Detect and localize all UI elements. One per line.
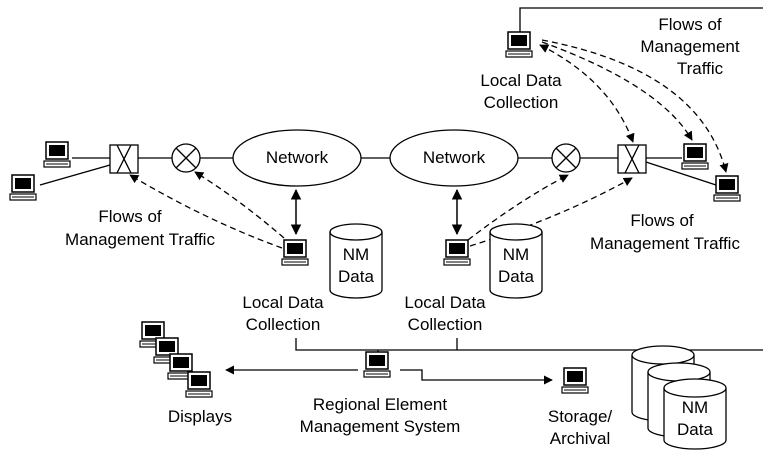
pc-storage-icon (561, 367, 589, 394)
flows-right-label-2: Management Traffic (590, 234, 740, 253)
pc-left-lower-icon (9, 174, 37, 201)
ldc-top-label-1: Local Data (480, 71, 562, 90)
flows-right-label-1: Flows of (630, 211, 694, 230)
network-right-shape (389, 129, 519, 187)
right-switch-icon (617, 144, 647, 174)
displays-label: Displays (167, 407, 233, 426)
pc-right-upper-icon (681, 143, 709, 170)
nm-data-bottom-label-1: NM (681, 398, 709, 417)
top-link-line (519, 7, 763, 40)
flows-left-label-1: Flows of (98, 207, 162, 226)
pc-regional-ems-icon (363, 351, 391, 378)
nm-data-mid-label-1: NM (502, 245, 530, 264)
nm-data-mid-cylinder (489, 223, 543, 299)
network-left-label: Network (265, 148, 329, 167)
flows-top-right-label-1: Flows of (658, 15, 722, 34)
storage-label-2: Archival (549, 429, 611, 448)
pc-mid-ldc-icon (443, 239, 471, 266)
storage-label-1: Storage/ (547, 407, 613, 426)
pc-left-upper-icon (43, 141, 71, 168)
nm-data-left-label-1: NM (342, 245, 370, 264)
regional-bus-lines (225, 338, 763, 385)
pc-left-ldc-icon (281, 239, 309, 266)
left-switch-icon (109, 144, 139, 174)
ldc-top-label-2: Collection (483, 93, 559, 112)
flows-top-right-label-2: Management (640, 37, 740, 56)
display-4-icon (185, 371, 213, 398)
regional-ems-label-2: Management System (299, 417, 461, 436)
ldc-left-label-1: Local Data (242, 293, 324, 312)
regional-ems-label-1: Regional Element (312, 395, 448, 414)
nm-data-bottom-cylinders (631, 345, 727, 450)
backbone-links (39, 157, 717, 186)
ldc-left-label-2: Collection (245, 315, 321, 334)
ldc-mid-label-1: Local Data (404, 293, 486, 312)
nm-data-mid-label-2: Data (498, 267, 534, 286)
ldc-mid-label-2: Collection (407, 315, 483, 334)
nm-data-left-cylinder (329, 223, 383, 299)
flows-left-label-2: Management Traffic (65, 230, 215, 249)
ldc-network-arrows (290, 188, 463, 236)
pc-right-lower-icon (713, 175, 741, 202)
flows-top-right-label-3: Traffic (676, 59, 724, 78)
network-right-label: Network (422, 148, 486, 167)
nm-data-bottom-label-2: Data (677, 420, 713, 439)
pc-top-ldc-icon (505, 31, 533, 58)
network-left-shape (232, 129, 362, 187)
left-router-icon (171, 143, 201, 173)
right-router-icon (551, 143, 581, 173)
nm-data-left-label-2: Data (338, 267, 374, 286)
